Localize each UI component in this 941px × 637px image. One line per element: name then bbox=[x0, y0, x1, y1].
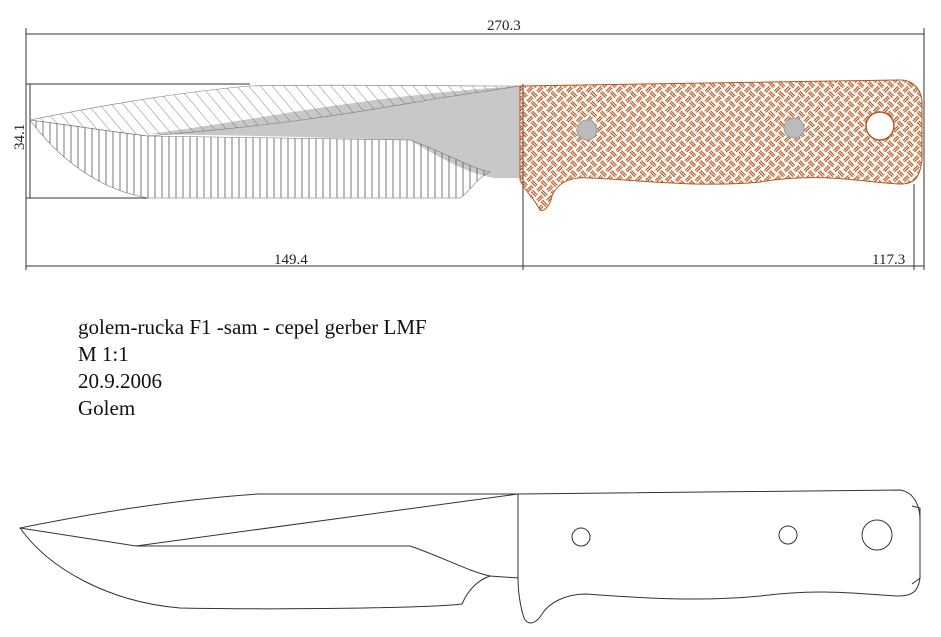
bottom-knife-outline bbox=[19, 489, 921, 624]
drawing-info: golem-rucka F1 -sam - cepel gerber LMF M… bbox=[78, 314, 427, 422]
handle-scale bbox=[519, 79, 923, 211]
bottom-blade bbox=[19, 493, 519, 610]
bottom-pin-front bbox=[571, 527, 591, 547]
handle-pin-front bbox=[576, 119, 598, 141]
drawing-date: 20.9.2006 bbox=[78, 369, 162, 393]
bottom-handle-end bbox=[911, 505, 921, 585]
blade-body bbox=[148, 86, 520, 178]
top-knife bbox=[29, 79, 923, 211]
drawing-scale: M 1:1 bbox=[78, 342, 129, 366]
bottom-handle bbox=[517, 489, 921, 624]
drawing-author: Golem bbox=[78, 396, 136, 420]
dim-overall-length: 270.3 bbox=[487, 18, 521, 34]
drawing-title: golem-rucka F1 -sam - cepel gerber LMF bbox=[78, 315, 427, 339]
bottom-blade-grind-line bbox=[19, 493, 519, 547]
bottom-lanyard-hole bbox=[861, 519, 893, 551]
blade-edge-bevel bbox=[29, 119, 492, 199]
dim-height: 34.1 bbox=[12, 124, 28, 150]
lanyard-hole bbox=[865, 111, 895, 141]
bottom-blade-edge-line bbox=[136, 545, 491, 577]
dim-handle-length: 117.3 bbox=[872, 252, 905, 268]
handle-pin-rear bbox=[783, 117, 805, 139]
bottom-pin-rear bbox=[778, 525, 798, 545]
dim-blade-length: 149.4 bbox=[274, 252, 308, 268]
